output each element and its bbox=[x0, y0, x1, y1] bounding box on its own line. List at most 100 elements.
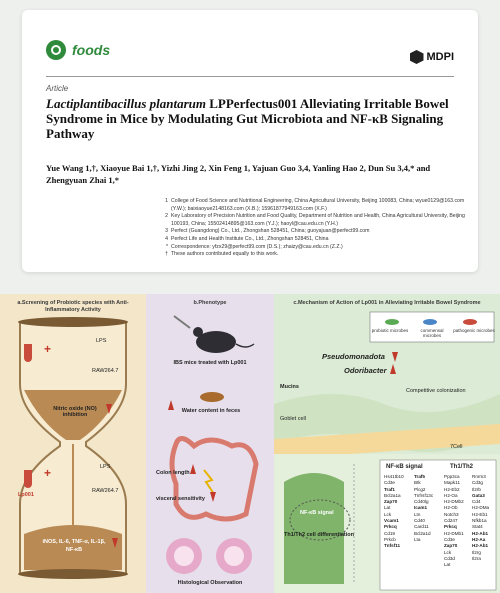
gene-name: Bcl2a1a bbox=[384, 492, 401, 498]
colon-length-label: Colon length bbox=[156, 470, 190, 476]
visceral-sensitivity-label: visceral sensitivity bbox=[156, 496, 205, 502]
affiliation-number: † bbox=[165, 251, 168, 258]
probiotic-tube-icon bbox=[24, 344, 32, 362]
journal-brand[interactable]: foods bbox=[46, 40, 110, 60]
gene-name: Vcam1 bbox=[384, 518, 399, 524]
gene-name: H2-Ab1 bbox=[472, 543, 489, 549]
th-diff-label: Th1/Th2 cell differentiation bbox=[284, 532, 354, 538]
gene-name: Bcl2a1d bbox=[414, 530, 431, 536]
header-divider bbox=[46, 76, 454, 77]
plus-icon: + bbox=[44, 466, 52, 480]
gene-name: Plcg2 bbox=[414, 486, 426, 492]
fcell-label: 7Cell bbox=[450, 444, 463, 450]
article-type: Article bbox=[46, 84, 69, 93]
competitive-label: Competitive colonization bbox=[406, 388, 466, 394]
panel-b-phenotype: b.Phenotype IBS mice treated with Lp001 … bbox=[146, 294, 274, 593]
affiliation-item: *Correspondence: yfzx29@perfect99.com (D… bbox=[160, 244, 472, 252]
gene-name: Stat4 bbox=[472, 524, 483, 530]
decrease-arrow-icon bbox=[210, 492, 216, 502]
decrease-arrow-icon bbox=[112, 538, 118, 548]
increase-arrow-icon bbox=[390, 364, 396, 374]
panel-c-mechanism: c.Mechanism of Action of Lp001 in Allevi… bbox=[274, 294, 500, 593]
publisher-logo[interactable]: MDPI bbox=[409, 50, 454, 64]
gene-name: Btk bbox=[414, 480, 421, 486]
gene-name: Cd40 bbox=[414, 518, 425, 524]
increase-arrow-icon bbox=[190, 464, 196, 474]
lps-label-bottom: LPS bbox=[100, 464, 111, 470]
panel-a-title: a.Screening of Probiotic species with An… bbox=[17, 300, 129, 313]
gene-name: Prkcq bbox=[444, 524, 457, 530]
gene-name: Lat bbox=[444, 562, 451, 568]
pseudomonadota-label: Pseudomonadota bbox=[322, 352, 385, 361]
affiliation-text: Key Laboratory of Precision Nutrition an… bbox=[171, 213, 465, 227]
panel-a-screening: a.Screening of Probiotic species with An… bbox=[0, 294, 146, 593]
gene-name: H2-DMb1 bbox=[444, 530, 464, 536]
gene-name: Traf5 bbox=[414, 474, 425, 479]
gene-name: Il2rb bbox=[472, 486, 481, 492]
hourglass-graphic bbox=[18, 317, 128, 579]
gene-name: H2-Ab1 bbox=[472, 530, 489, 536]
gene-name: H2-Oa bbox=[444, 492, 458, 498]
gene-name: Cd3e bbox=[384, 480, 395, 486]
th-gene-heading: Th1/Th2 bbox=[450, 464, 474, 470]
journal-logo-icon bbox=[46, 40, 66, 60]
title-rest: LPPerfectus001 Alleviating Irritable Bow… bbox=[46, 96, 449, 141]
gene-name: H2-Eb1 bbox=[472, 511, 488, 517]
panel-c-title: c.Mechanism of Action of Lp001 in Allevi… bbox=[293, 300, 481, 306]
title-species: Lactiplantibacillus plantarum bbox=[46, 96, 206, 111]
plus-icon: + bbox=[44, 342, 52, 356]
affiliation-number: 1 bbox=[165, 198, 168, 204]
gene-name: H2-DMb2 bbox=[444, 499, 464, 505]
gene-name: Lck bbox=[444, 549, 452, 555]
nfkb-gene-heading: NF-κB signal bbox=[386, 464, 423, 470]
no-inhibition-label: Nitric oxide (NO) inhibition bbox=[53, 406, 97, 418]
decrease-arrow-icon bbox=[106, 404, 112, 414]
gene-name: Cd3d bbox=[444, 555, 455, 561]
gene-name: Cd19 bbox=[384, 530, 395, 536]
gene-name: H2-DMa bbox=[472, 505, 490, 511]
affiliation-text: Perfect Life and Health Institute Co., L… bbox=[171, 235, 329, 242]
author-list: Yue Wang 1,†, Xiaoyue Bai 1,†, Yizhi Jin… bbox=[46, 163, 431, 185]
gene-name: Cd247 bbox=[444, 518, 458, 524]
phenotype-graphics bbox=[166, 315, 259, 574]
histology-label: Histological Observation bbox=[177, 580, 243, 586]
legend-probiotic: probiotic microbes bbox=[371, 328, 409, 333]
gene-name: Il2ra bbox=[472, 555, 481, 561]
increase-arrow-icon bbox=[168, 400, 174, 410]
gene-name: Cd3e bbox=[444, 536, 455, 542]
nfkb-signal-label: NF-κB signal bbox=[300, 510, 334, 516]
lps-label-top: LPS bbox=[96, 338, 107, 344]
legend-pathogenic: pathogenic microbes bbox=[453, 328, 495, 333]
gene-name: Cd4 bbox=[472, 499, 481, 505]
affiliation-text: These authors contributed equally to thi… bbox=[171, 251, 279, 258]
goblet-label: Goblet cell bbox=[280, 416, 306, 422]
gene-name: Icam1 bbox=[414, 505, 428, 511]
graphical-abstract: a.Screening of Probiotic species with An… bbox=[0, 294, 500, 593]
gene-name: H2-Ob bbox=[444, 505, 458, 511]
affiliation-text: Correspondence: yfzx29@perfect99.com (D.… bbox=[171, 243, 343, 250]
gene-name: Lta bbox=[414, 536, 421, 542]
gene-name: Mapk11 bbox=[444, 480, 461, 486]
decrease-arrow-icon bbox=[392, 352, 398, 362]
mdpi-hexagon-icon bbox=[409, 50, 424, 64]
gene-name: Tnfrsf13c bbox=[414, 492, 434, 498]
gene-name: Notch3 bbox=[444, 511, 459, 517]
gene-name: Traf1 bbox=[384, 486, 395, 492]
journal-name: foods bbox=[72, 42, 111, 58]
affiliation-number: 4 bbox=[165, 235, 168, 242]
article-title: Lactiplantibacillus plantarum LPPerfectu… bbox=[46, 96, 466, 141]
affiliation-text: College of Food Science and Nutritional … bbox=[171, 198, 465, 212]
legend-commensal: commensal microbes bbox=[420, 328, 444, 338]
mucins-label: Mucins bbox=[280, 384, 299, 390]
affiliation-number: * bbox=[165, 243, 168, 250]
affiliation-number: 3 bbox=[165, 228, 168, 235]
odoribacter-label: Odoribacter bbox=[344, 366, 387, 375]
gene-name: Hs41tb10 bbox=[384, 474, 404, 479]
